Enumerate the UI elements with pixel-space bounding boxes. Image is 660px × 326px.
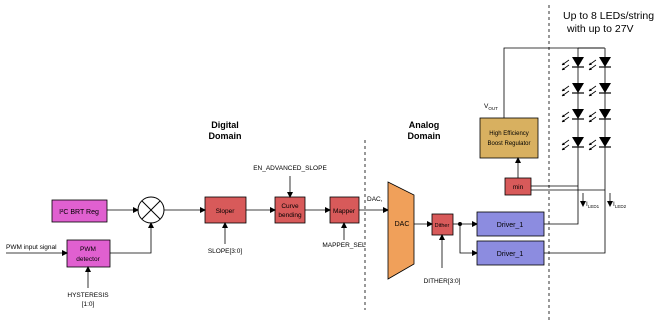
mapper-block <box>329 196 360 224</box>
i2c-brt-reg-label: I²C BRT Reg <box>59 209 99 216</box>
led-diode-icon <box>588 57 611 71</box>
led-diode-icon <box>588 109 611 123</box>
dac-block <box>387 181 415 280</box>
multiplier-cross-b <box>141 200 161 220</box>
analog-domain-label-line2: Domain <box>407 131 440 141</box>
pwm-input-label: PWM input signal <box>6 244 57 251</box>
to-driver2-wire <box>459 224 478 256</box>
dither-label: Dither <box>435 223 450 229</box>
sloper-label: Sloper <box>216 208 236 215</box>
driver-1-label: Driver_1 <box>497 222 524 229</box>
leds-title-line2: with up to 27V <box>566 23 634 35</box>
led-diode-icon <box>561 137 584 151</box>
pwm-detector-label-line1: PWM <box>80 246 96 253</box>
led-diode-icon <box>561 109 584 123</box>
analog-domain-label-line1: Analog <box>409 120 440 130</box>
curve-bending-label-line1: Curve <box>281 203 299 210</box>
iled2-label: ILED2 <box>613 201 627 209</box>
slope-label: SLOPE[3:0] <box>208 248 243 255</box>
curve-bending-block <box>274 196 306 224</box>
led-strings <box>561 57 611 151</box>
boost-label-line2: Boost Regulator <box>487 141 530 147</box>
mapper-label: Mapper <box>333 208 356 215</box>
led-diode-icon <box>588 83 611 97</box>
min-label: min <box>513 184 524 191</box>
driver1-to-string1-wire <box>544 160 579 225</box>
pwm-to-multiplier-wire <box>110 222 154 254</box>
dac-input-label: DAC, <box>367 196 383 203</box>
i2c-brt-reg-block <box>51 199 108 223</box>
digital-domain-label-line1: Digital <box>211 120 239 130</box>
driver2-to-string2-wire <box>544 160 606 254</box>
iled1-label: ILED1 <box>586 201 600 209</box>
driver-2-label: Driver_1 <box>497 251 524 258</box>
pwm-detector-label-line2: detector <box>76 256 100 263</box>
led-diode-icon <box>561 83 584 97</box>
hysteresis-label-line1: HYSTERESIS <box>67 292 109 299</box>
driver-1-block <box>476 211 545 237</box>
curve-bending-label-line2: bending <box>278 212 302 219</box>
digital-domain-label-line2: Domain <box>208 131 241 141</box>
dac-label: DAC <box>395 221 410 228</box>
dither-bits-label: DITHER[3:0] <box>424 278 461 285</box>
hysteresis-label-line2: [1:0] <box>82 301 95 308</box>
boost-regulator-block <box>479 117 539 159</box>
led-diode-icon <box>561 57 584 71</box>
vout-label: VOUT <box>484 103 498 111</box>
vout-wire <box>503 47 604 118</box>
leds-title-line1: Up to 8 LEDs/string <box>563 10 654 22</box>
led-diode-icon <box>588 137 611 151</box>
boost-label-line1: High Efficiency <box>489 131 529 137</box>
en-advanced-slope-label: EN_ADVANCED_SLOPE <box>253 165 327 172</box>
driver-2-block <box>476 240 545 266</box>
mapper-sel-label: MAPPER_SEL <box>322 242 366 249</box>
